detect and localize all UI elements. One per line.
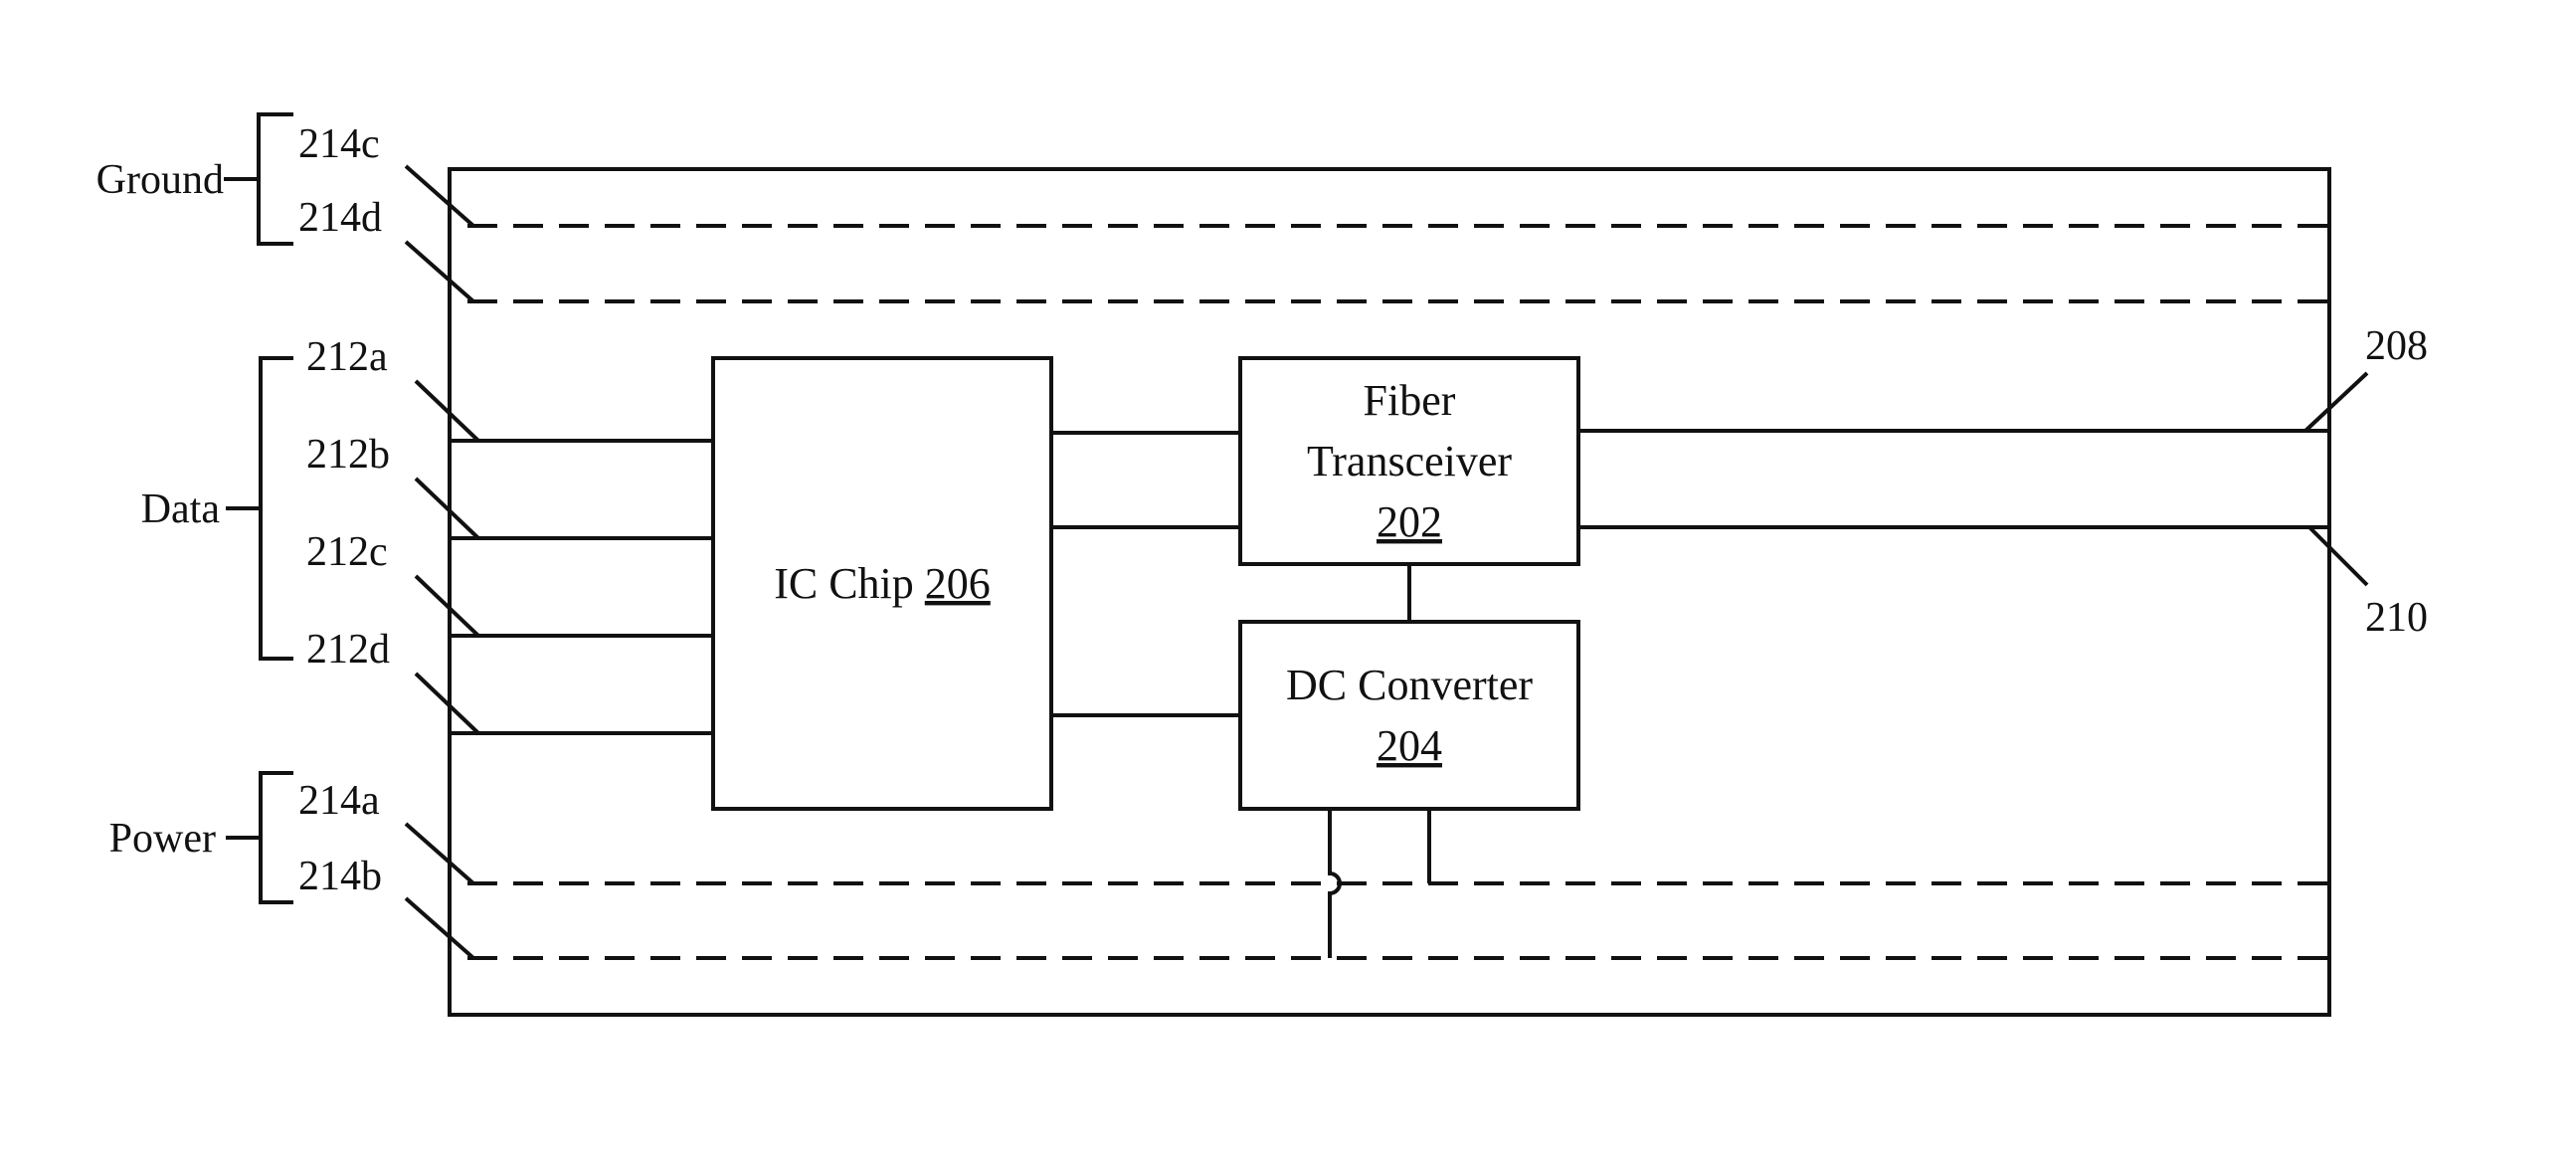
ref-212d: 212d [306,627,390,673]
dc-label: DC Converter [1286,661,1533,709]
leader-212b [416,479,478,538]
ref-208: 208 [2365,323,2428,369]
leader-210 [2309,527,2367,585]
ref-212c: 212c [306,529,388,575]
ref-214c: 214c [298,121,380,167]
power-bracket [261,773,293,902]
ic-chip-label: IC Chip 206 [774,559,991,608]
power-label: Power [109,816,216,862]
ref-214d: 214d [298,195,382,241]
dc-to-power-214b [1330,809,1340,958]
dc-converter-block [1240,622,1578,809]
fiber-ref: 202 [1377,497,1442,546]
fiber-label-line2: Transceiver [1307,437,1512,485]
leader-214a [406,824,473,883]
leader-214b [406,898,473,958]
enclosure-box [450,169,2329,1015]
fiber-label-line1: Fiber [1364,376,1456,425]
leader-212c [416,576,478,636]
leader-212d [416,674,478,733]
ground-bracket [259,114,293,244]
leader-214d [406,242,473,301]
ref-214b: 214b [298,854,382,899]
leader-212a [416,381,478,441]
data-bracket [261,358,293,659]
data-label: Data [141,486,221,532]
leader-208 [2305,373,2367,431]
ref-212a: 212a [306,334,388,380]
ic-chip-ref: 206 [925,559,991,608]
ground-label: Ground [96,157,224,203]
ref-214a: 214a [298,778,380,824]
dc-ref: 204 [1377,721,1442,770]
ref-212b: 212b [306,432,390,478]
ref-210: 210 [2365,595,2428,641]
leader-214c [406,166,473,226]
